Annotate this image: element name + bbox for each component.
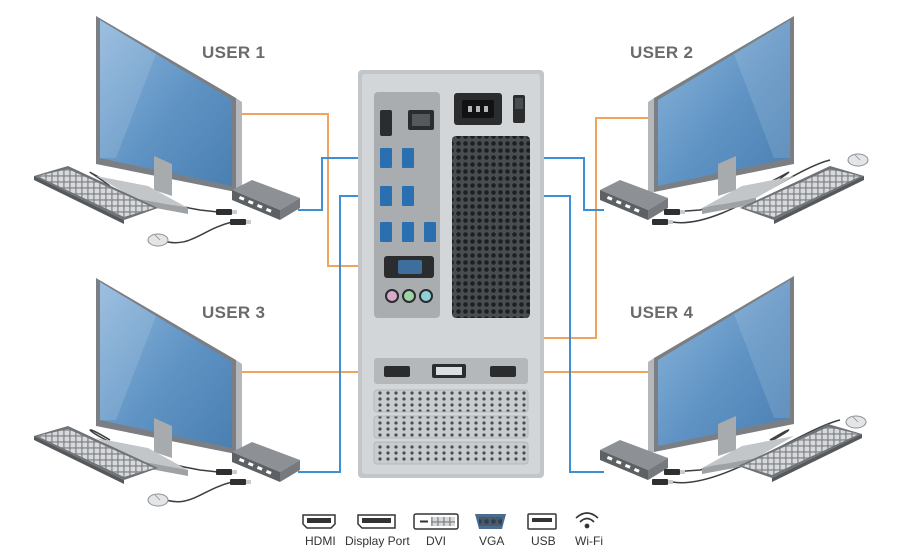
- user1-usb-cable: [298, 157, 385, 211]
- audio-jack-green: [402, 289, 416, 303]
- user4-usb-plug-1: [664, 469, 685, 475]
- gpu-hdmi-port: [490, 366, 516, 377]
- user3-mouse: [147, 493, 169, 507]
- user1-label: USER 1: [202, 43, 265, 62]
- user2-label: USER 2: [630, 43, 693, 62]
- legend-displayport-label: Display Port: [345, 534, 410, 548]
- user2-usb-plug-2: [652, 219, 673, 225]
- pc-case: [358, 70, 544, 478]
- connector-legend: HDMI Display Port DVI VGA USB Wi-Fi: [302, 512, 603, 548]
- gpu-displayport: [384, 366, 410, 377]
- user1-mouse: [147, 233, 169, 247]
- user4-mouse: [845, 415, 867, 429]
- user1-vga-cable: [234, 113, 387, 267]
- legend-usb-label: USB: [531, 534, 556, 548]
- wifi-icon: [575, 512, 599, 529]
- legend-vga-label: VGA: [479, 534, 504, 548]
- expansion-slot-3: [373, 441, 529, 465]
- user4-label: USER 4: [630, 303, 693, 322]
- legend-wifi-label: Wi-Fi: [575, 534, 603, 548]
- vent-grille: [452, 136, 530, 318]
- user1-usb-hub: [232, 180, 300, 220]
- user4-usb-plug-2: [652, 479, 673, 485]
- usb-icon: [527, 513, 557, 530]
- user3-usb-plug-2: [230, 479, 251, 485]
- user1-usb-plug-1: [216, 209, 237, 215]
- io-hdmi-port: [380, 110, 392, 136]
- user3-usb-plug-1: [216, 469, 237, 475]
- dvi-icon: [413, 513, 459, 530]
- vga-icon: [475, 514, 506, 529]
- user3-label: USER 3: [202, 303, 265, 322]
- hdmi-icon: [302, 514, 336, 529]
- displayport-icon: [357, 514, 396, 529]
- user2-usb-plug-1: [664, 209, 685, 215]
- user1-usb-plug-2: [230, 219, 251, 225]
- audio-jack-pink: [385, 289, 399, 303]
- audio-jack-blue: [419, 289, 433, 303]
- user2-mouse: [847, 153, 869, 167]
- legend-hdmi-label: HDMI: [305, 534, 336, 548]
- expansion-slot-2: [373, 415, 529, 439]
- expansion-slot-1: [373, 389, 529, 413]
- user3-usb-hub: [232, 442, 300, 482]
- usb-port-block: [380, 148, 436, 242]
- legend-dvi-label: DVI: [426, 534, 446, 548]
